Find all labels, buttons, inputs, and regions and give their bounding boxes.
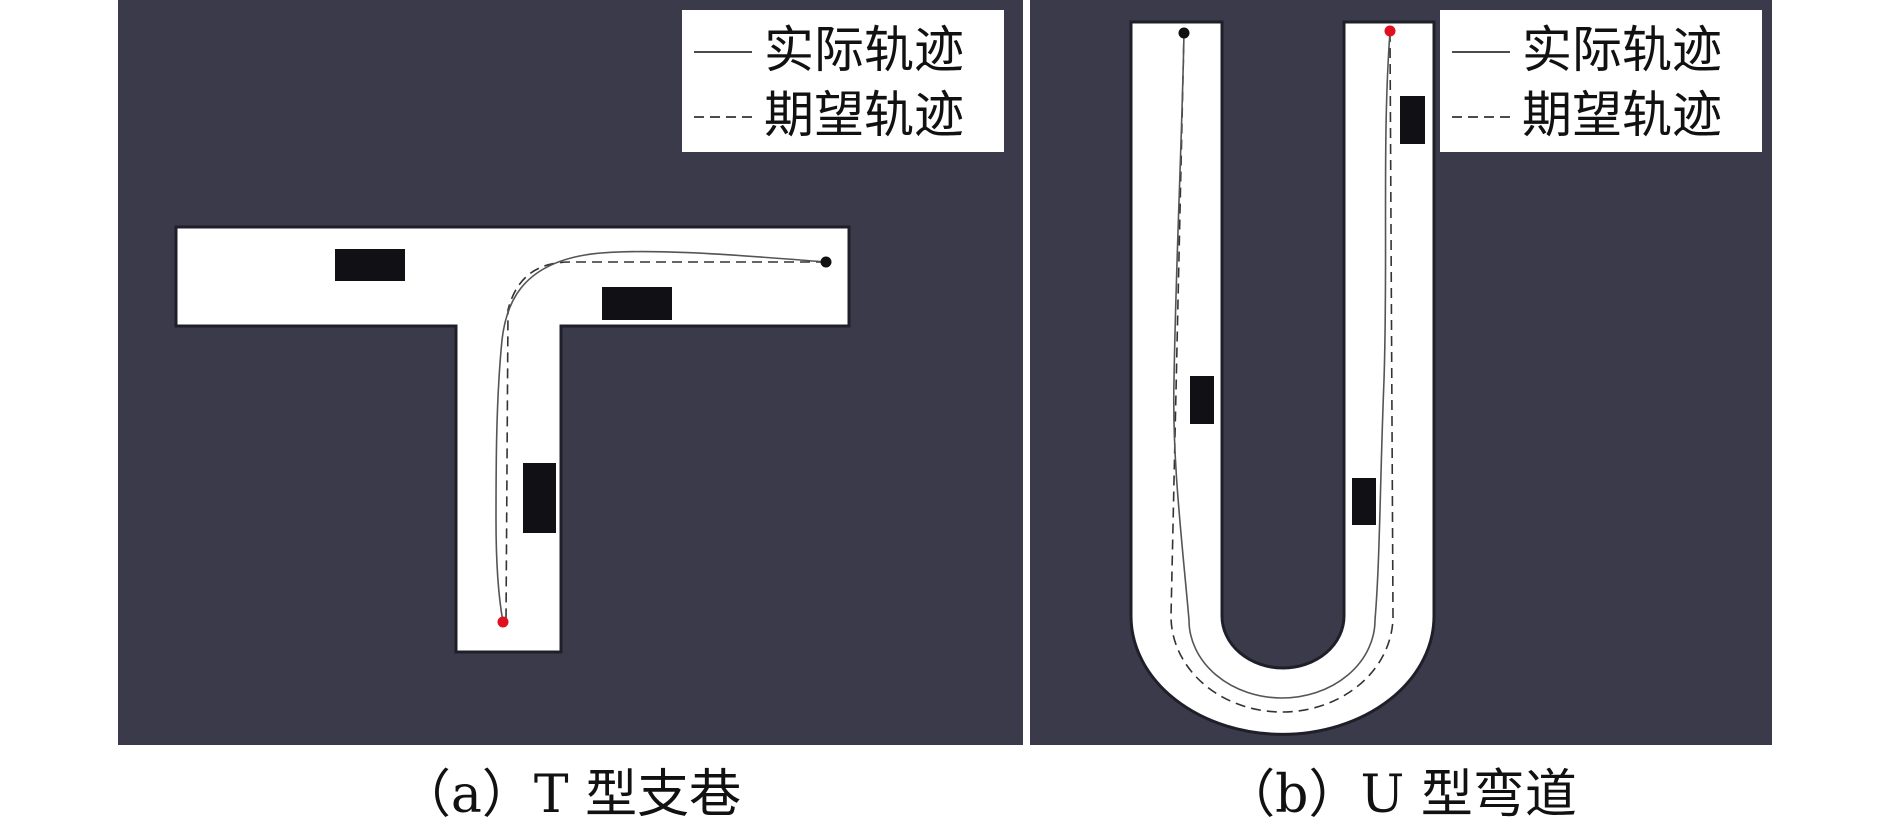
panel-a: 实际轨迹 期望轨迹 bbox=[118, 0, 1023, 745]
obstacle-a2 bbox=[602, 287, 672, 320]
legend-a-expected-label: 期望轨迹 bbox=[764, 86, 964, 144]
legend-b-expected-label: 期望轨迹 bbox=[1522, 86, 1722, 144]
legend-b: 实际轨迹 期望轨迹 bbox=[1440, 10, 1762, 152]
expected-trajectory-b bbox=[1170, 31, 1394, 713]
legend-a-actual-label: 实际轨迹 bbox=[764, 21, 964, 79]
end-marker-b bbox=[1178, 27, 1190, 39]
legend-a-box bbox=[682, 10, 1004, 152]
start-marker-b bbox=[1384, 25, 1396, 37]
expected-trajectory-a bbox=[505, 261, 826, 623]
legend-b-actual-label: 实际轨迹 bbox=[1522, 21, 1722, 79]
legend-b-box bbox=[1440, 10, 1762, 152]
obstacle-b1 bbox=[1400, 96, 1425, 144]
t-junction-road bbox=[174, 225, 851, 654]
u-bend-road bbox=[1129, 20, 1436, 736]
actual-trajectory-a bbox=[495, 250, 827, 623]
actual-trajectory-b bbox=[1172, 31, 1391, 699]
legend-a: 实际轨迹 期望轨迹 bbox=[682, 10, 1004, 152]
panel-b: 实际轨迹 期望轨迹 bbox=[1030, 0, 1772, 745]
start-marker-a bbox=[497, 616, 509, 628]
caption-b: （b）U 型弯道 bbox=[1223, 765, 1577, 825]
caption-a: （a）T 型支巷 bbox=[399, 765, 741, 825]
end-marker-a bbox=[820, 256, 832, 268]
obstacle-a1 bbox=[335, 249, 405, 281]
obstacle-b3 bbox=[1352, 478, 1376, 525]
obstacle-b2 bbox=[1190, 376, 1214, 424]
obstacle-a3 bbox=[523, 463, 556, 533]
